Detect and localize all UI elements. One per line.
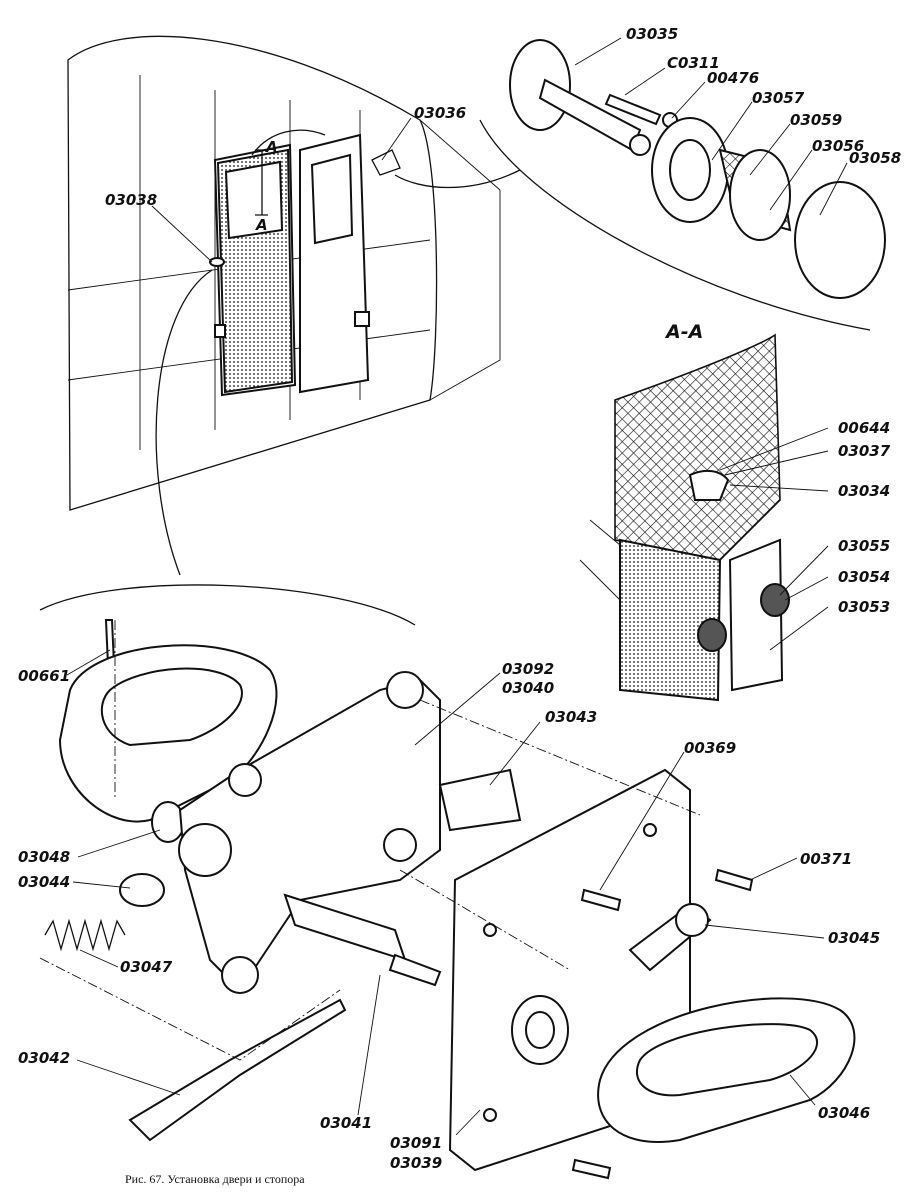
label-03047: 03047 <box>120 958 173 976</box>
section-title: A-A <box>664 321 703 343</box>
label-00476: 00476 <box>707 69 759 87</box>
label-03041: 03041 <box>320 1114 372 1132</box>
label-03038: 03038 <box>105 191 157 209</box>
bolt <box>283 893 407 962</box>
label-03046: 03046 <box>818 1104 870 1122</box>
label-03045: 03045 <box>828 929 880 947</box>
label-00371: 00371 <box>800 850 852 868</box>
spring <box>44 918 126 952</box>
label-03058: 03058 <box>849 149 901 167</box>
door-panel <box>209 133 370 397</box>
label-00644: 00644 <box>838 419 890 437</box>
stopper-disc <box>509 39 571 131</box>
section-a-a: A-A <box>579 321 790 702</box>
label-03053: 03053 <box>838 598 890 616</box>
screw-bottom <box>571 1158 612 1180</box>
label-03044: 03044 <box>18 873 70 891</box>
leader-lines <box>66 37 848 1136</box>
label-03091: 03091 <box>390 1134 442 1152</box>
label-03036: 03036 <box>414 104 466 122</box>
label-03059: 03059 <box>790 111 842 129</box>
bushing <box>119 873 165 907</box>
label-03057: 03057 <box>752 89 805 107</box>
door-mark-a-bottom: A <box>255 216 268 234</box>
cab-overview: A A <box>67 35 521 576</box>
label-00661: 00661 <box>18 667 70 685</box>
exploded-lock <box>39 584 856 1180</box>
label-03092: 03092 <box>502 660 554 678</box>
label-03037: 03037 <box>838 442 891 460</box>
stopper-cover-disc <box>794 181 886 299</box>
wrench <box>128 998 347 1142</box>
label-03055: 03055 <box>838 537 890 555</box>
label-03056: 03056 <box>812 137 864 155</box>
label-03040: 03040 <box>502 679 554 697</box>
label-03043: 03043 <box>545 708 597 726</box>
figure-caption: Рис. 67. Установка двери и стопора <box>125 1172 305 1186</box>
lock-housing <box>178 678 441 992</box>
part-labels: 03035 C0311 00476 03057 03059 03056 0305… <box>18 25 901 1172</box>
latch <box>438 768 522 832</box>
label-03034: 03034 <box>838 482 890 500</box>
screw-right <box>714 868 754 892</box>
label-03039: 03039 <box>390 1154 442 1172</box>
screw-plate <box>580 888 622 912</box>
door-mark-a-top: A <box>265 138 278 156</box>
label-03035: 03035 <box>626 25 678 43</box>
label-00369: 00369 <box>684 739 736 757</box>
label-03054: 03054 <box>838 568 890 586</box>
stopper-assembly <box>479 39 886 331</box>
label-03042: 03042 <box>18 1049 70 1067</box>
label-03048: 03048 <box>18 848 70 866</box>
washer <box>151 801 185 843</box>
label-00311: C0311 <box>667 54 720 72</box>
